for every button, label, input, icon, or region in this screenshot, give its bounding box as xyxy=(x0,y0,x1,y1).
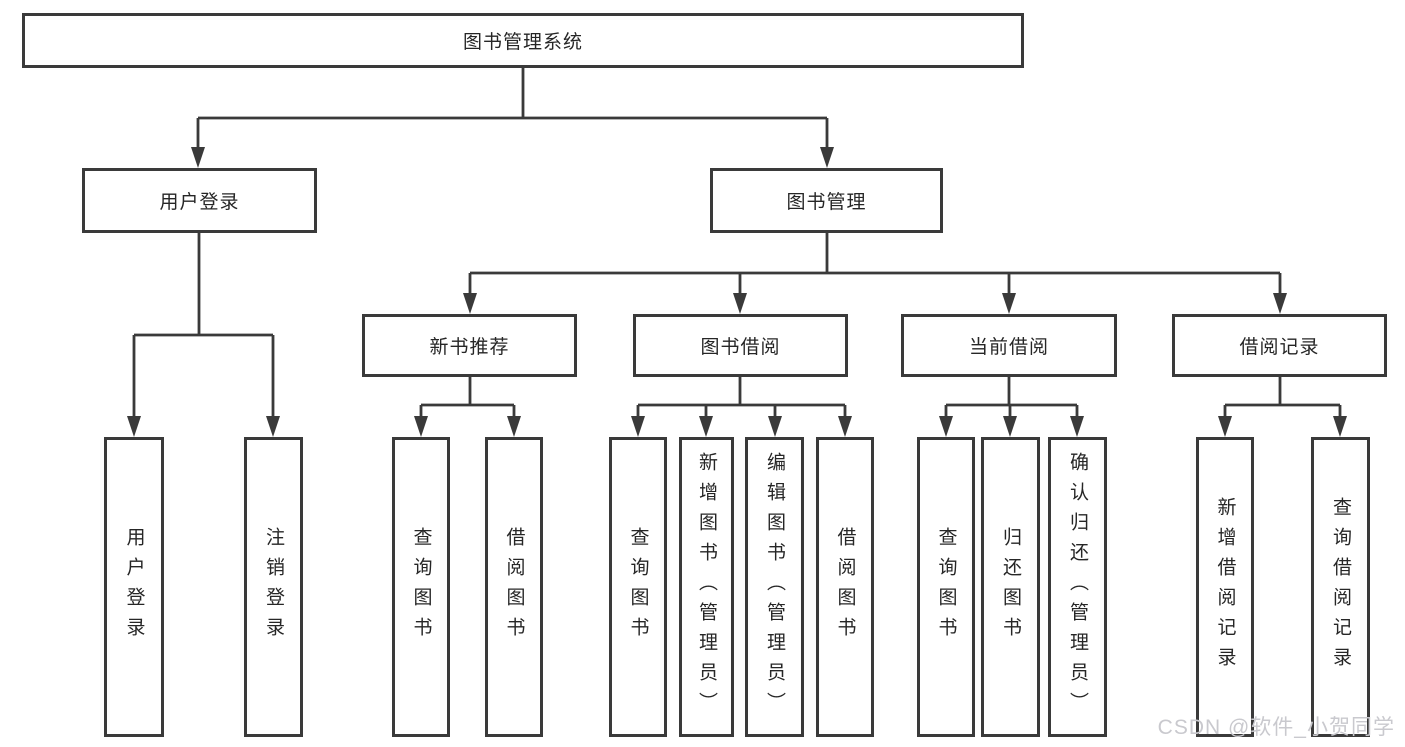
node-book-management: 图书管理 xyxy=(710,168,943,233)
leaf-query-books-current: 查询图书 xyxy=(917,437,975,737)
node-user-login: 用户登录 xyxy=(82,168,317,233)
node-current-borrow: 当前借阅 xyxy=(901,314,1117,377)
node-label: 当前借阅 xyxy=(968,337,1049,358)
node-label: 注销登录 xyxy=(263,527,284,647)
leaf-query-borrow-record: 查询借阅记录 xyxy=(1311,437,1370,737)
node-label: 归还图书 xyxy=(1000,527,1021,647)
leaf-borrow-books: 借阅图书 xyxy=(816,437,874,737)
node-new-book-recommend: 新书推荐 xyxy=(362,314,577,377)
leaf-logout: 注销登录 xyxy=(244,437,303,737)
node-label: 借阅记录 xyxy=(1239,337,1320,358)
node-label: 查询图书 xyxy=(935,527,957,647)
leaf-user-login: 用户登录 xyxy=(104,437,164,737)
node-label: 图书借阅 xyxy=(700,337,781,358)
node-label: 借阅图书 xyxy=(503,527,525,647)
csdn-watermark: CSDN @软件_小贺同学 xyxy=(1157,716,1395,739)
leaf-add-borrow-record: 新增借阅记录 xyxy=(1196,437,1254,737)
leaf-return-book: 归还图书 xyxy=(981,437,1040,737)
node-label: 图书管理系统 xyxy=(462,32,583,53)
node-label: 借阅图书 xyxy=(834,527,856,647)
node-label: 新书推荐 xyxy=(429,337,510,358)
node-label: 编辑图书（管理员） xyxy=(764,452,785,722)
node-label: 查询借阅记录 xyxy=(1330,497,1351,677)
node-book-borrow: 图书借阅 xyxy=(633,314,848,377)
leaf-query-books-borrow: 查询图书 xyxy=(609,437,667,737)
node-label: 用户登录 xyxy=(123,527,145,647)
node-label: 用户登录 xyxy=(159,192,240,213)
arrowheads xyxy=(127,147,1347,437)
leaf-confirm-return-admin: 确认归还（管理员） xyxy=(1048,437,1107,737)
node-label: 新增图书（管理员） xyxy=(696,452,717,722)
node-label: 新增借阅记录 xyxy=(1214,497,1236,677)
node-label: 图书管理 xyxy=(786,192,867,213)
node-label: 确认归还（管理员） xyxy=(1067,452,1088,722)
leaf-add-book-admin: 新增图书（管理员） xyxy=(679,437,734,737)
node-borrow-records: 借阅记录 xyxy=(1172,314,1387,377)
node-library-management-system: 图书管理系统 xyxy=(22,13,1024,68)
leaf-edit-book-admin: 编辑图书（管理员） xyxy=(745,437,804,737)
leaf-query-books-recommend: 查询图书 xyxy=(392,437,450,737)
leaf-borrow-books-recommend: 借阅图书 xyxy=(485,437,543,737)
node-label: 查询图书 xyxy=(410,527,432,647)
node-label: 查询图书 xyxy=(627,527,649,647)
